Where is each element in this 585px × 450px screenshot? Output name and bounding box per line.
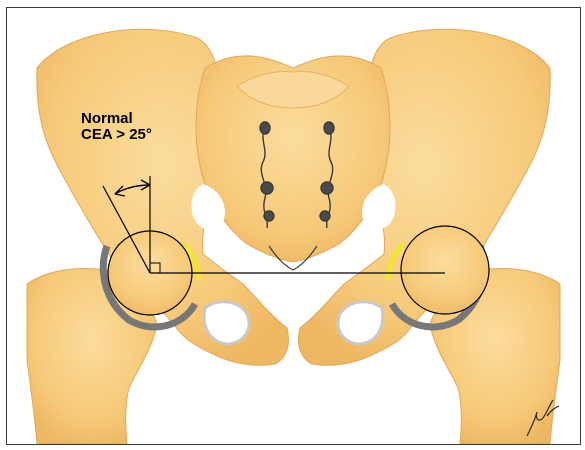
right-femoral-head	[401, 226, 489, 314]
left-obturator-foramen	[204, 302, 249, 344]
right-obturator-foramen	[338, 302, 383, 344]
pelvis-illustration	[7, 8, 580, 444]
figure-frame: Normal CEA > 25°	[6, 7, 581, 445]
annotation-line-2: CEA > 25°	[81, 127, 152, 143]
annotation-line-1: Normal	[81, 111, 133, 127]
